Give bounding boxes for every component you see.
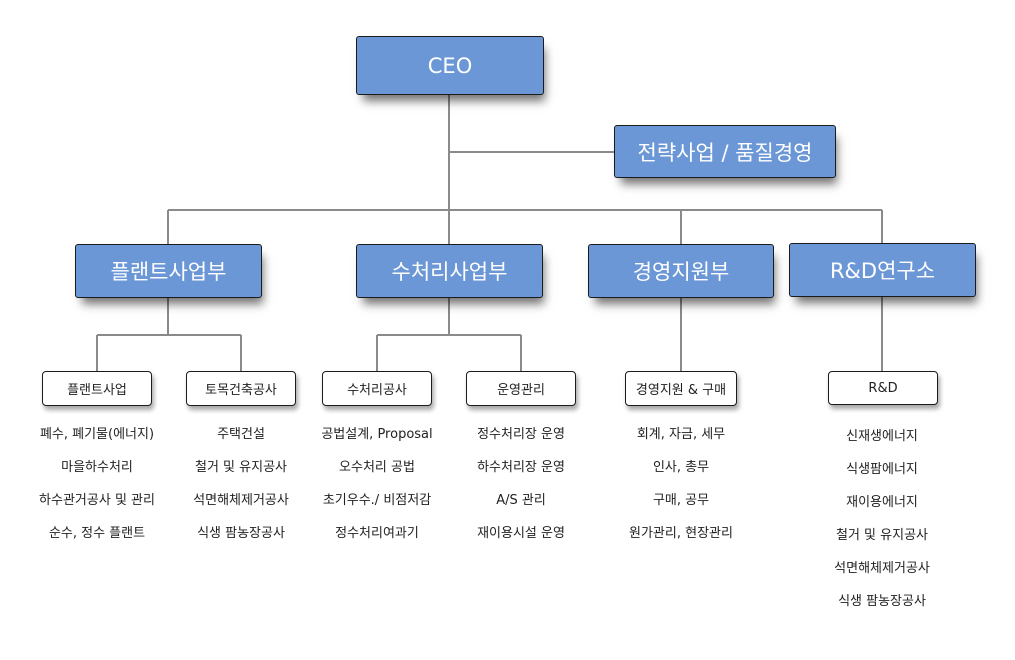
list-item: 폐수, 폐기물(에너지) — [39, 427, 155, 442]
staff-box: 전략사업 / 품질경영 — [614, 125, 836, 178]
item-list-civil-construction: 주택건설 철거 및 유지공사 석면해체제거공사 식생 팜농장공사 — [161, 425, 321, 557]
division-box-management: 경영지원부 — [588, 244, 774, 298]
unit-box-management-purchasing: 경영지원 & 구매 — [625, 371, 737, 406]
list-item: 정수처리여과기 — [335, 526, 419, 541]
list-item: 하수관거공사 및 관리 — [39, 493, 155, 508]
list-item: A/S 관리 — [496, 493, 546, 508]
item-list-water-construction: 공법설계, Proposal 오수처리 공법 초기우수./ 비점저감 정수처리여… — [297, 425, 457, 557]
list-item: 구매, 공무 — [652, 493, 710, 508]
list-item: 재이용시설 운영 — [477, 526, 565, 541]
division-box-plant: 플랜트사업부 — [75, 244, 262, 298]
unit-box-plant-business: 플랜트사업 — [42, 371, 152, 406]
unit-box-water-construction: 수처리공사 — [322, 371, 432, 406]
list-item: 원가관리, 현장관리 — [629, 526, 733, 541]
list-item: 초기우수./ 비점저감 — [322, 493, 432, 508]
list-item: 하수처리장 운영 — [477, 460, 565, 475]
list-item: 인사, 총무 — [652, 460, 710, 475]
list-item: 정수처리장 운영 — [477, 427, 565, 442]
list-item: 석면해체제거공사 — [834, 561, 930, 576]
item-list-operations: 정수처리장 운영 하수처리장 운영 A/S 관리 재이용시설 운영 — [441, 425, 601, 557]
item-list-plant-business: 폐수, 폐기물(에너지) 마을하수처리 하수관거공사 및 관리 순수, 정수 플… — [12, 425, 182, 557]
division-box-water: 수처리사업부 — [356, 244, 543, 298]
ceo-box: CEO — [356, 36, 544, 95]
list-item: 공법설계, Proposal — [321, 427, 433, 442]
list-item: 마을하수처리 — [61, 460, 133, 475]
list-item: 석면해체제거공사 — [193, 493, 289, 508]
list-item: 신재생에너지 — [846, 429, 918, 444]
list-item: 오수처리 공법 — [339, 460, 415, 475]
item-list-management-purchasing: 회계, 자금, 세무 인사, 총무 구매, 공무 원가관리, 현장관리 — [601, 425, 761, 557]
list-item: 회계, 자금, 세무 — [636, 427, 726, 442]
division-box-rnd: R&D연구소 — [789, 243, 976, 297]
unit-box-civil-construction: 토목건축공사 — [186, 371, 296, 406]
list-item: 철거 및 유지공사 — [836, 528, 928, 543]
list-item: 재이용에너지 — [846, 495, 918, 510]
list-item: 순수, 정수 플랜트 — [48, 526, 146, 541]
list-item: 주택건설 — [217, 427, 265, 442]
list-item: 식생 팜농장공사 — [838, 594, 926, 609]
list-item: 식생팜에너지 — [846, 462, 918, 477]
list-item: 식생 팜농장공사 — [197, 526, 285, 541]
unit-box-rnd: R&D — [828, 371, 938, 405]
item-list-rnd: 신재생에너지 식생팜에너지 재이용에너지 철거 및 유지공사 석면해체제거공사 … — [802, 427, 962, 625]
unit-box-operations: 운영관리 — [466, 371, 576, 406]
list-item: 철거 및 유지공사 — [195, 460, 287, 475]
